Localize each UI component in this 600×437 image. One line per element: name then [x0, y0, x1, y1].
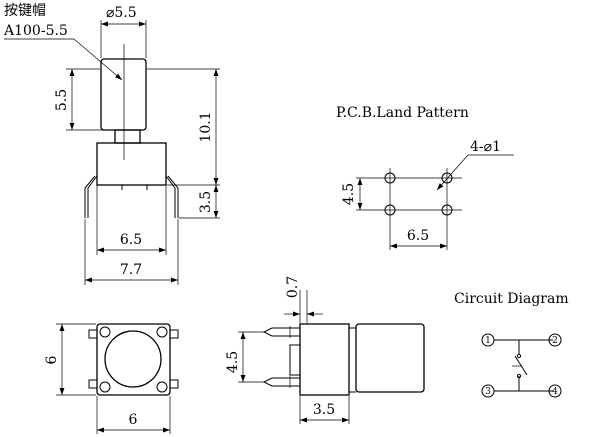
cap-height-label: 5.5	[54, 89, 70, 111]
top-view: 6 6	[44, 323, 179, 434]
pin-height-label: 3.5	[198, 191, 214, 213]
svg-text:4: 4	[552, 387, 558, 397]
pcb-title: P.C.B.Land Pattern	[336, 105, 469, 121]
pin-pitch-label: 4.5	[225, 351, 241, 373]
top-view-button	[104, 330, 162, 388]
svg-text:1: 1	[485, 336, 491, 346]
pcb-h-spacing-label: 6.5	[407, 228, 429, 244]
circuit-pin-1: 1	[481, 333, 495, 347]
svg-text:3: 3	[485, 387, 491, 397]
pcb-hole	[384, 172, 396, 184]
circuit-title: Circuit Diagram	[454, 291, 569, 307]
cap-callout-cn: 按键帽	[4, 3, 46, 19]
body-width-label: 6.5	[120, 232, 142, 248]
circuit-diagram: Circuit Diagram 1 2 3 4	[454, 291, 569, 398]
pcb-hole	[441, 172, 453, 184]
top-view-height-label: 6	[44, 355, 60, 364]
svg-text:2: 2	[552, 336, 558, 346]
cap-diameter-label: ⌀5.5	[106, 5, 137, 21]
cap-callout-part: A100-5.5	[3, 23, 68, 39]
circuit-pin-2: 2	[548, 333, 562, 347]
front-view: 0.7 4.5 3.5	[225, 276, 425, 424]
top-view-width-label: 6	[129, 412, 138, 428]
pin-thickness-label: 0.7	[285, 276, 301, 298]
lead-span-label: 7.7	[120, 262, 142, 278]
pcb-land-pattern: P.C.B.Land Pattern 4-⌀1 4.5 6.5	[336, 105, 514, 250]
pcb-holes-label: 4-⌀1	[470, 139, 501, 155]
pcb-hole	[441, 204, 453, 216]
side-view: ⌀5.5 按键帽 A100-5.5 5.5 10.1 3.5 6.5 7.7	[3, 3, 220, 285]
depth-label: 3.5	[313, 402, 335, 418]
total-height-label: 10.1	[198, 111, 214, 142]
circuit-pin-4: 4	[548, 384, 562, 398]
pcb-hole	[384, 204, 396, 216]
pcb-v-spacing-label: 4.5	[341, 183, 357, 205]
circuit-pin-3: 3	[481, 384, 495, 398]
